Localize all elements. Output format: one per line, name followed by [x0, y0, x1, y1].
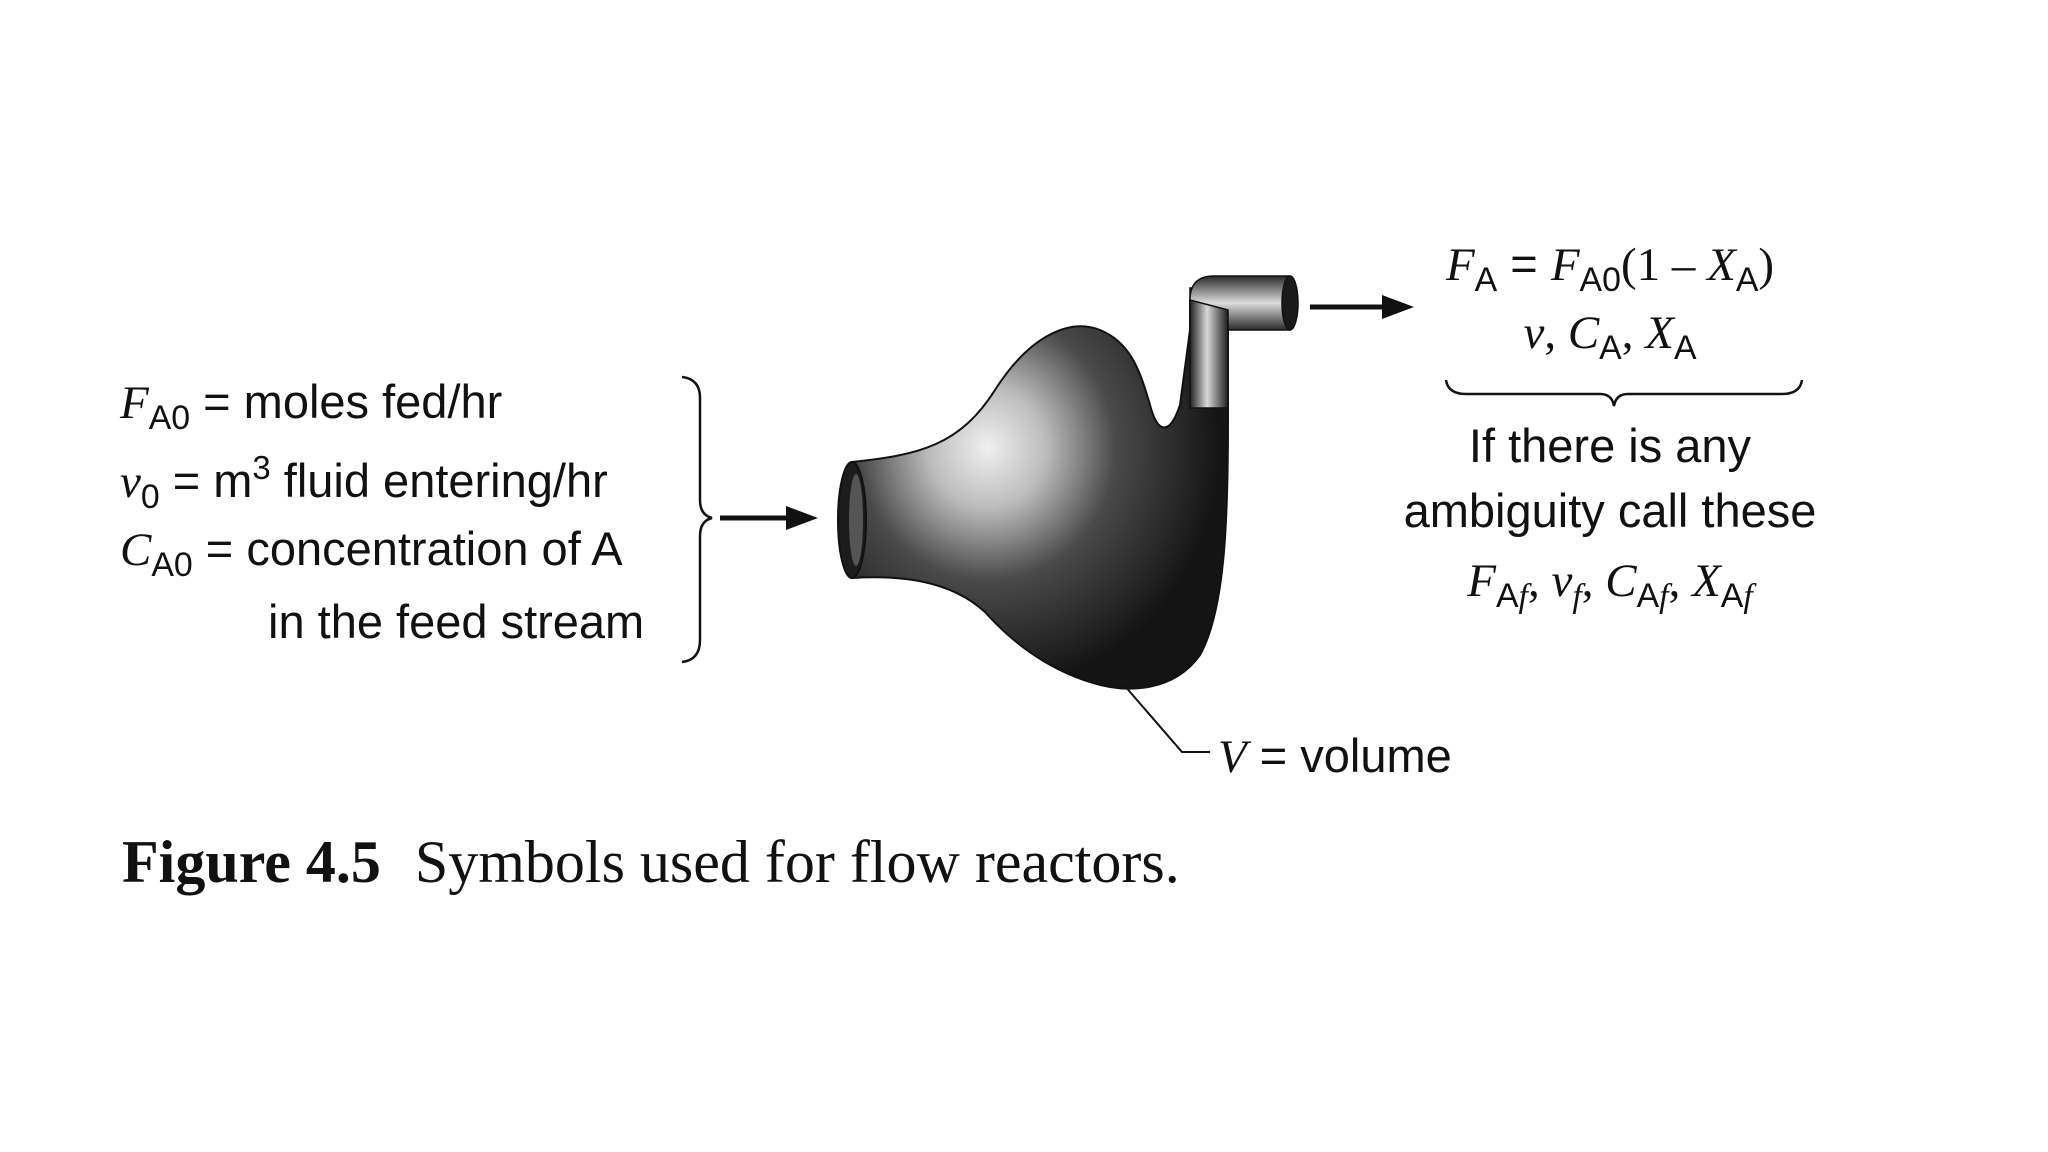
v0-text-after: fluid entering/hr	[270, 454, 608, 508]
fa-symbol: F	[1445, 239, 1475, 291]
v0-superscript: 3	[252, 449, 271, 486]
volume-label: V = volume	[1218, 732, 1452, 781]
figure-caption: Figure 4.5 Symbols used for flow reactors…	[122, 832, 1180, 892]
ca-subscript: A	[1599, 328, 1622, 367]
fa0-subscript: A0	[148, 398, 191, 437]
caf-subscript: A	[1636, 576, 1660, 615]
outlet-brace	[1444, 379, 1804, 407]
reactor-vessel	[837, 275, 1299, 690]
left-brace	[681, 375, 713, 664]
fa0-symbol: F	[120, 377, 149, 429]
xa-symbol: X	[1707, 239, 1736, 291]
fa0-text: = moles fed/hr	[190, 375, 503, 428]
vf-subscript: f	[1572, 577, 1582, 615]
inlet-arrow	[720, 506, 818, 530]
xa-symbol: X	[1645, 307, 1674, 359]
ambiguity-note-line-2: ambiguity call these	[1403, 484, 1817, 537]
comma: ,	[1668, 555, 1693, 607]
ca0-symbol: C	[120, 524, 152, 576]
fa0-symbol-rhs: F	[1550, 239, 1580, 291]
vf-symbol: v	[1551, 555, 1573, 607]
feed-concentration-definition: CA0 = concentration of A	[120, 525, 680, 583]
v0-symbol: v	[120, 456, 141, 509]
faf-subscript-f: f	[1518, 577, 1528, 615]
comma: ,	[1621, 307, 1646, 359]
feed-molar-flow-definition: FA0 = moles fed/hr	[120, 378, 620, 436]
caption-text: Symbols used for flow reactors.	[414, 829, 1180, 895]
paren-open: (1 –	[1620, 239, 1708, 291]
caf-symbol: C	[1605, 555, 1637, 607]
figure-number: Figure 4.5	[122, 829, 381, 895]
ca0-text: = concentration of A	[192, 522, 623, 575]
comma: ,	[1544, 307, 1568, 359]
ca0-subscript: A0	[151, 545, 193, 584]
volume-text: = volume	[1246, 729, 1452, 782]
equals-sign: =	[1497, 237, 1551, 290]
outlet-arrow	[1310, 295, 1414, 319]
caf-subscript-f: f	[1659, 577, 1669, 615]
paren-close: )	[1758, 239, 1775, 291]
xa-subscript: A	[1673, 328, 1697, 367]
comma: ,	[1527, 555, 1552, 607]
ambiguity-final-variables: FAf, vf, CAf, XAf	[1380, 556, 1840, 614]
faf-subscript: A	[1495, 576, 1519, 615]
faf-symbol: F	[1467, 555, 1496, 607]
ca-symbol: C	[1567, 307, 1600, 359]
xaf-symbol: X	[1692, 555, 1721, 607]
v0-subscript: 0	[140, 477, 160, 516]
comma: ,	[1581, 555, 1606, 607]
outlet-variables: v, CA, XA	[1380, 308, 1840, 366]
volume-leader-line	[1123, 684, 1210, 753]
ambiguity-note-line-1: If there is any	[1468, 419, 1752, 472]
v0-text-before: = m	[159, 454, 253, 508]
xa-subscript: A	[1735, 260, 1759, 299]
fa-subscript: A	[1474, 260, 1498, 299]
xaf-subscript: A	[1720, 576, 1744, 615]
volume-symbol: V	[1218, 731, 1247, 783]
xaf-subscript-f: f	[1743, 577, 1753, 615]
feed-concentration-continuation: in the feed stream	[268, 595, 645, 648]
outlet-molar-flow-equation: FA = FA0(1 – XA)	[1380, 240, 1840, 298]
fa0-subscript-rhs: A0	[1579, 260, 1621, 299]
feed-volumetric-flow-definition: v0 = m3 fluid entering/hr	[120, 449, 680, 516]
v-symbol: v	[1523, 307, 1545, 359]
